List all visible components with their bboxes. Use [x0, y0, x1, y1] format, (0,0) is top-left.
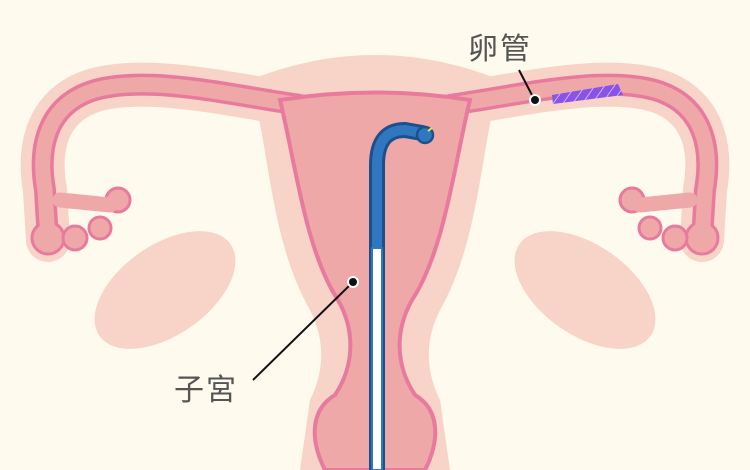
left-ovary	[94, 231, 236, 349]
fallopian-tube-label: 卵管	[468, 32, 532, 67]
right-ovary	[514, 231, 656, 349]
occlusion-marker	[552, 84, 623, 104]
catheter	[369, 121, 435, 470]
uterus-callout-line	[252, 282, 353, 381]
tube-callout-line	[518, 69, 535, 100]
uterus-callout-dot	[347, 276, 359, 288]
tube-callout-dot	[529, 94, 541, 106]
uterus-label: 子宮	[174, 373, 238, 408]
